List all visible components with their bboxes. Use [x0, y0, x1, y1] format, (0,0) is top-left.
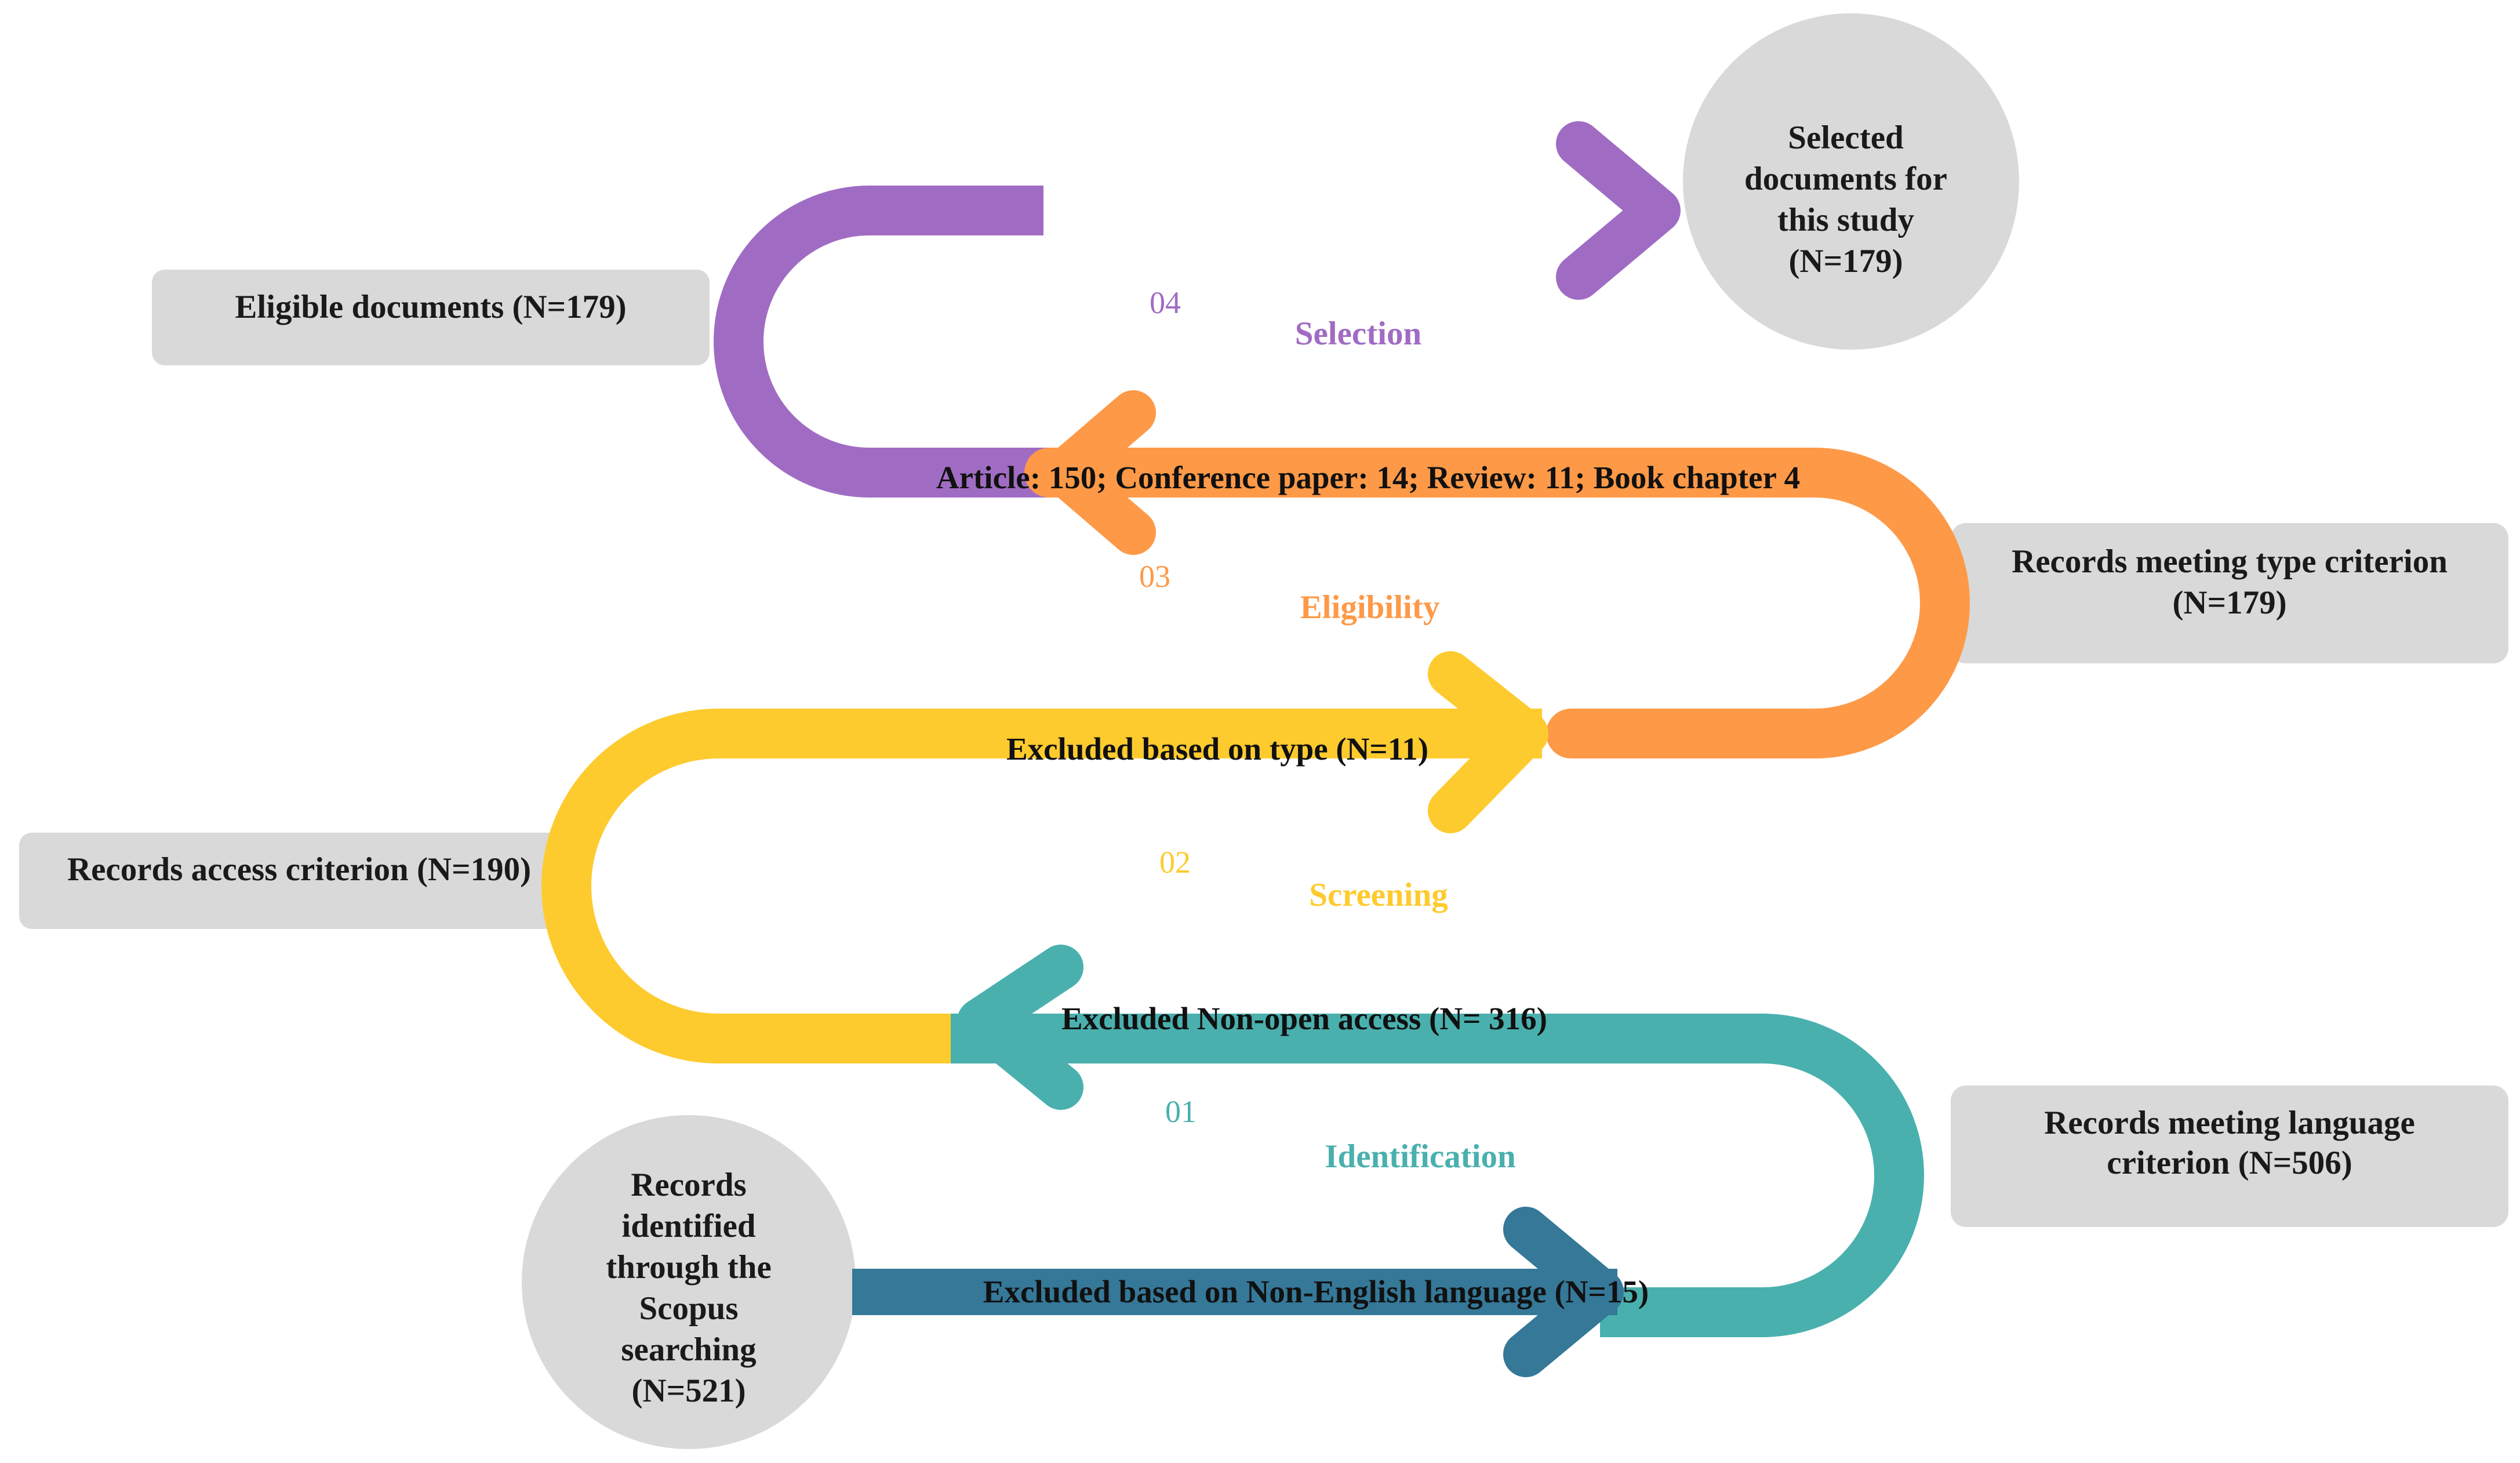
identification-label: Identification	[1325, 1138, 1515, 1175]
records-meeting-language-line-1: Records meeting language	[2044, 1105, 2415, 1141]
identification-number: 01	[1165, 1094, 1197, 1129]
selection-number: 04	[1150, 285, 1181, 320]
box-records-meeting-type	[1951, 523, 2508, 663]
end-circle	[1683, 13, 2019, 350]
end-circle-line-4: (N=179)	[1788, 243, 1903, 279]
selection-arrow-icon	[1556, 121, 1681, 300]
records-meeting-type-line-1: Records meeting type criterion	[2012, 543, 2448, 580]
screening-label: Screening	[1309, 877, 1448, 913]
screening-number: 02	[1159, 845, 1191, 880]
identification-path-text: Excluded Non-open access (N= 316)	[1061, 1001, 1547, 1036]
end-circle-line-1: Selected	[1788, 119, 1904, 156]
box-records-meeting-language	[1951, 1086, 2508, 1227]
box-records-access	[19, 833, 579, 929]
records-meeting-language-line-2: criterion (N=506)	[2107, 1145, 2352, 1181]
eligibility-label: Eligibility	[1300, 589, 1440, 626]
eligible-documents-text: Eligible documents (N=179)	[235, 289, 626, 325]
records-meeting-type-line-2: (N=179)	[2172, 585, 2286, 621]
screening-arrow-icon	[1428, 651, 1548, 833]
end-circle-line-2: documents for	[1744, 161, 1947, 197]
start-circle-line-4: Scopus	[639, 1290, 738, 1327]
start-circle-line-5: searching	[621, 1331, 756, 1368]
end-circle-line-3: this study	[1777, 202, 1914, 238]
start-circle-line-3: through the	[606, 1249, 772, 1286]
selection-band	[714, 186, 1055, 498]
screening-band	[541, 709, 1542, 1063]
screening-path-text: Excluded based on type (N=11)	[1006, 731, 1428, 767]
start-path-text: Excluded based on Non-English language (…	[983, 1274, 1649, 1309]
eligibility-number: 03	[1139, 559, 1170, 594]
start-circle-line-2: identified	[621, 1208, 755, 1244]
eligibility-band	[1024, 448, 1970, 758]
identification-arrow-icon	[957, 945, 1083, 1110]
start-arrow-icon	[1503, 1207, 1624, 1377]
box-eligible-documents	[152, 270, 710, 365]
records-access-text: Records access criterion (N=190)	[67, 851, 531, 888]
eligibility-arrow-icon	[1041, 390, 1156, 555]
start-circle	[522, 1115, 856, 1449]
start-circle-line-1: Records	[631, 1167, 746, 1203]
selection-label: Selection	[1295, 315, 1421, 352]
start-circle-line-6: (N=521)	[631, 1373, 746, 1409]
eligibility-path-text: Article: 150; Conference paper: 14; Revi…	[936, 460, 1800, 495]
identification-band	[951, 1014, 1924, 1337]
start-band	[852, 1269, 1617, 1315]
